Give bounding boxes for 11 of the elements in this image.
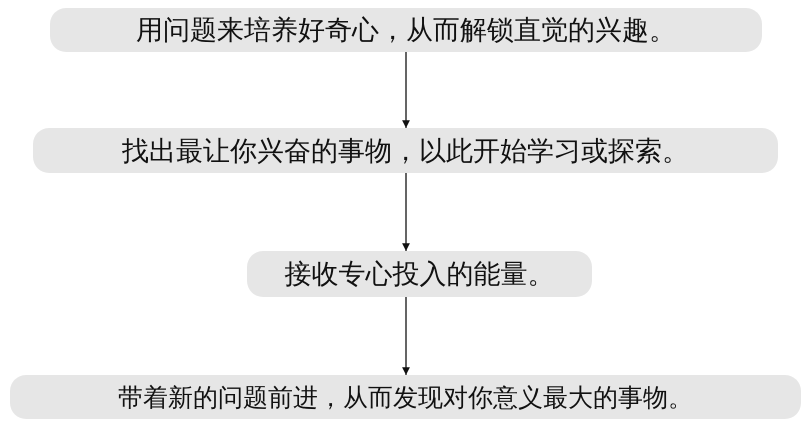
step-box [247,251,592,297]
arrow [402,52,410,128]
arrow [402,297,410,375]
step-box [10,375,801,419]
step-text: 带着新的问题前进，从而发现对你意义最大的事物。 [118,382,693,414]
step-text: 用问题来培养好奇心，从而解锁直觉的兴趣。 [136,14,676,48]
arrow [402,173,410,251]
step-text: 找出最让你兴奋的事物，以此开始学习或探索。 [122,134,689,168]
step-box [50,8,762,52]
step-box [33,128,778,173]
step-text: 接收专心投入的能量。 [284,258,554,292]
